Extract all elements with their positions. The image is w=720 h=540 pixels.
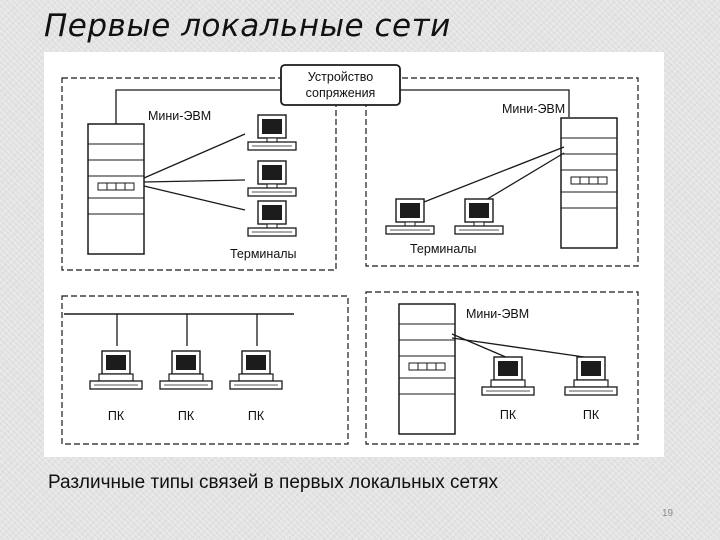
pc-label: ПК (248, 409, 265, 423)
pc-icon (229, 350, 283, 390)
panel-top-right: Мини-ЭВМ Терминалы (385, 102, 618, 256)
minicomputer-label: Мини-ЭВМ (148, 109, 211, 123)
panel-top-left-border (61, 77, 337, 271)
link-line (483, 152, 565, 202)
figure-caption: Различные типы связей в первых локальных… (48, 472, 498, 493)
pc-icon (159, 350, 213, 390)
terminal-icon (247, 200, 297, 237)
panel-bottom-left: ПК ПК ПК (64, 313, 294, 423)
link-line (115, 89, 281, 124)
pc-icon (89, 350, 143, 390)
network-diagram-svg: Устройство сопряжения Мини-ЭВМ Терминалы… (61, 64, 639, 445)
link-line (143, 185, 246, 211)
minicomputer-icon (87, 123, 145, 255)
link-line (451, 333, 509, 359)
minicomputer-label: Мини-ЭВМ (466, 307, 529, 321)
minicomputer-icon (560, 117, 618, 249)
terminal-icon (454, 198, 504, 235)
panel-bottom-right-border (365, 291, 639, 445)
link-line (400, 89, 570, 117)
link-line (423, 146, 565, 203)
panel-top-left: Мини-ЭВМ Терминалы (87, 109, 297, 261)
pc-label: ПК (178, 409, 195, 423)
terminal-icon (247, 114, 297, 151)
link-line (143, 133, 246, 179)
terminals-label: Терминалы (410, 242, 477, 256)
minicomputer-label: Мини-ЭВМ (502, 102, 565, 116)
slide-title: Первые локальные сети (44, 8, 451, 44)
pc-label: ПК (500, 408, 517, 422)
panel-top-right-border (365, 77, 639, 267)
terminal-icon (247, 160, 297, 197)
network-diagram: Устройство сопряжения Мини-ЭВМ Терминалы… (44, 52, 664, 457)
link-line (451, 337, 592, 359)
link-line (143, 179, 246, 183)
panel-bottom-left-border (61, 295, 349, 445)
interface-device-label-line1: Устройство (308, 70, 373, 84)
interface-device-label-line2: сопряжения (306, 86, 376, 100)
terminals-label: Терминалы (230, 247, 297, 261)
pc-icon (564, 356, 618, 396)
pc-icon (481, 356, 535, 396)
minicomputer-icon (398, 303, 456, 435)
panel-bottom-right: Мини-ЭВМ ПК ПК (398, 303, 618, 435)
pc-label: ПК (583, 408, 600, 422)
terminal-icon (385, 198, 435, 235)
interface-device: Устройство сопряжения (115, 64, 570, 124)
slide-number: 19 (662, 508, 674, 519)
pc-label: ПК (108, 409, 125, 423)
